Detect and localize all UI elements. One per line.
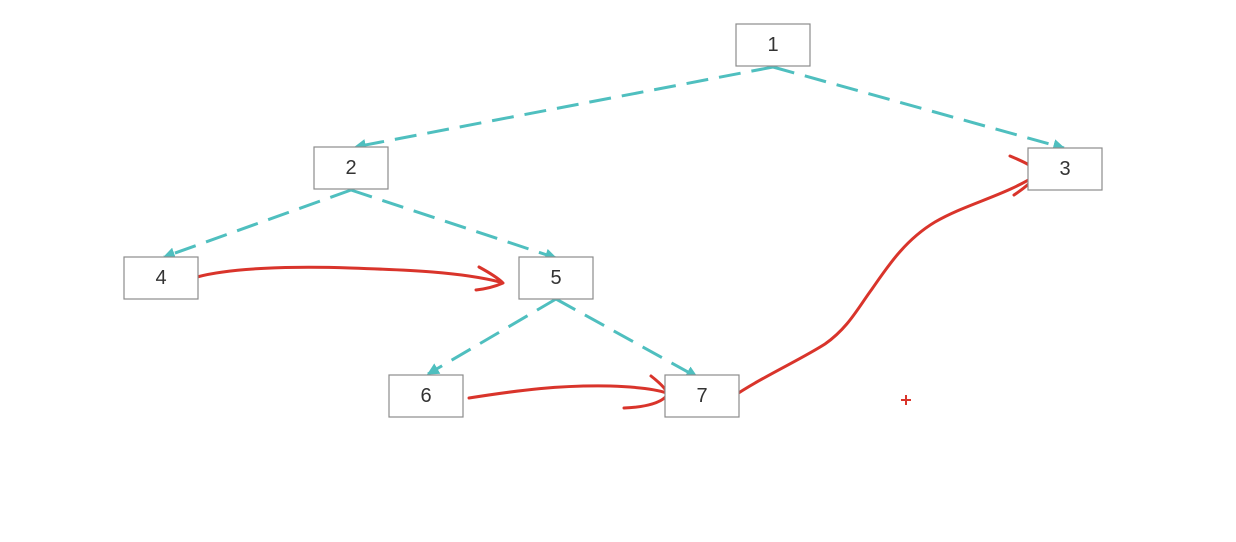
annotation-arrow-7-3 bbox=[729, 171, 1042, 400]
annotation-arrow-6-7 bbox=[467, 384, 669, 400]
annotation-arrows bbox=[195, 154, 1042, 410]
node-3-label: 3 bbox=[1059, 158, 1070, 180]
edge-5-6 bbox=[426, 297, 557, 376]
annotation-arrow-4-5 bbox=[195, 265, 502, 284]
edge-5-7 bbox=[555, 297, 699, 379]
edge-1-2 bbox=[353, 65, 774, 151]
node-1-label: 1 bbox=[767, 34, 778, 56]
node-3[interactable]: 3 bbox=[1027, 147, 1103, 191]
node-2-label: 2 bbox=[345, 157, 356, 179]
tree-edges bbox=[162, 65, 1066, 379]
tree-nodes: 1 2 3 4 5 6 7 bbox=[123, 23, 1103, 418]
node-7[interactable]: 7 bbox=[664, 374, 740, 418]
node-2[interactable]: 2 bbox=[313, 146, 389, 190]
node-4[interactable]: 4 bbox=[123, 256, 199, 300]
node-1[interactable]: 1 bbox=[735, 23, 811, 67]
edge-2-5 bbox=[350, 188, 558, 261]
node-6-label: 6 bbox=[420, 385, 431, 407]
node-7-label: 7 bbox=[696, 385, 707, 407]
node-5[interactable]: 5 bbox=[518, 256, 594, 300]
node-4-label: 4 bbox=[155, 267, 166, 289]
annotation-arrowhead-4-5 bbox=[474, 265, 505, 292]
node-5-label: 5 bbox=[550, 267, 561, 289]
node-6[interactable]: 6 bbox=[388, 374, 464, 418]
edge-2-4 bbox=[162, 188, 352, 260]
edge-1-3 bbox=[772, 65, 1066, 151]
crosshair-cursor-icon bbox=[901, 395, 911, 405]
